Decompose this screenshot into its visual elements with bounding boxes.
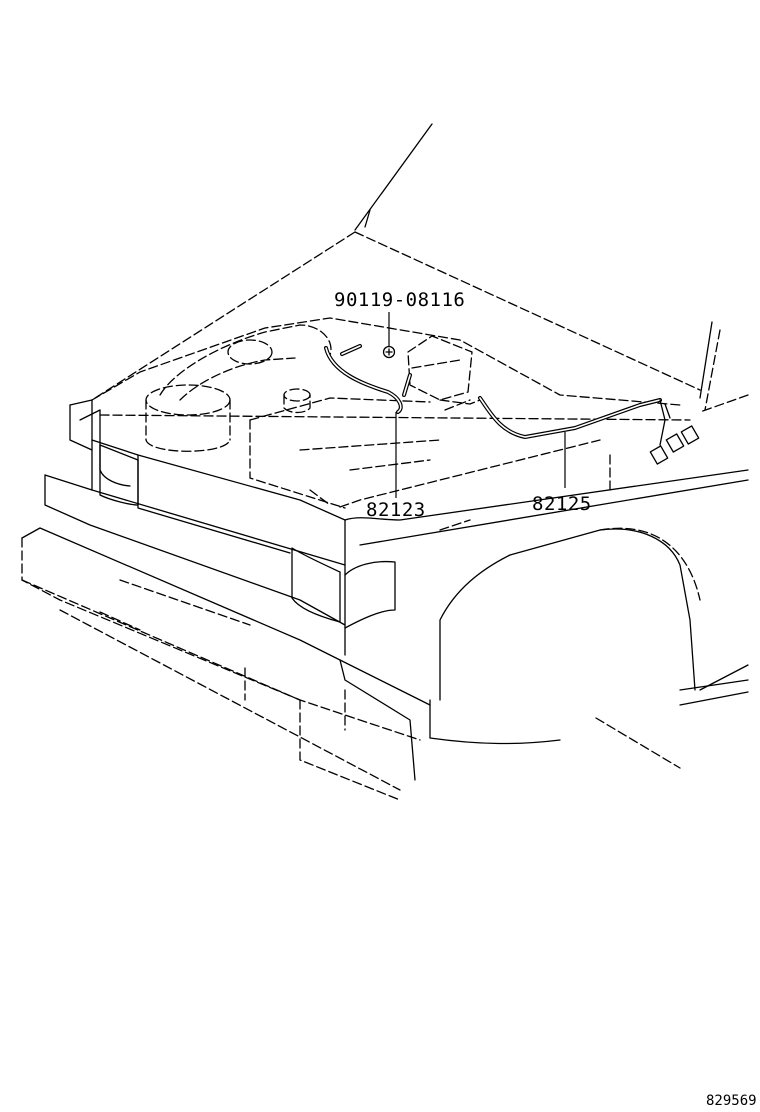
front-fender [44, 399, 749, 769]
wire-harness-82125 [478, 396, 700, 465]
engine-bay [91, 317, 691, 421]
front-grille [79, 399, 346, 566]
bolt-90119-08116 [382, 345, 396, 359]
figure-id: 829569 [706, 1093, 757, 1109]
windshield-pillar [699, 321, 749, 413]
callout-leaders [388, 312, 566, 498]
left-headlight [99, 444, 139, 506]
air-intake-duct [159, 324, 332, 401]
callout-harness-left: 82123 [366, 499, 426, 521]
engine-block [249, 397, 441, 509]
front-bumper [21, 527, 431, 801]
right-headlight [291, 547, 396, 629]
hood-seam [119, 439, 611, 626]
wire-harness-82123 [324, 344, 412, 414]
callout-harness-right: 82125 [532, 493, 592, 515]
callout-bolt: 90119-08116 [334, 289, 465, 311]
air-cleaner [145, 384, 231, 452]
relay-box [407, 335, 481, 411]
radiator-cap [283, 388, 311, 414]
open-hood [91, 123, 701, 401]
